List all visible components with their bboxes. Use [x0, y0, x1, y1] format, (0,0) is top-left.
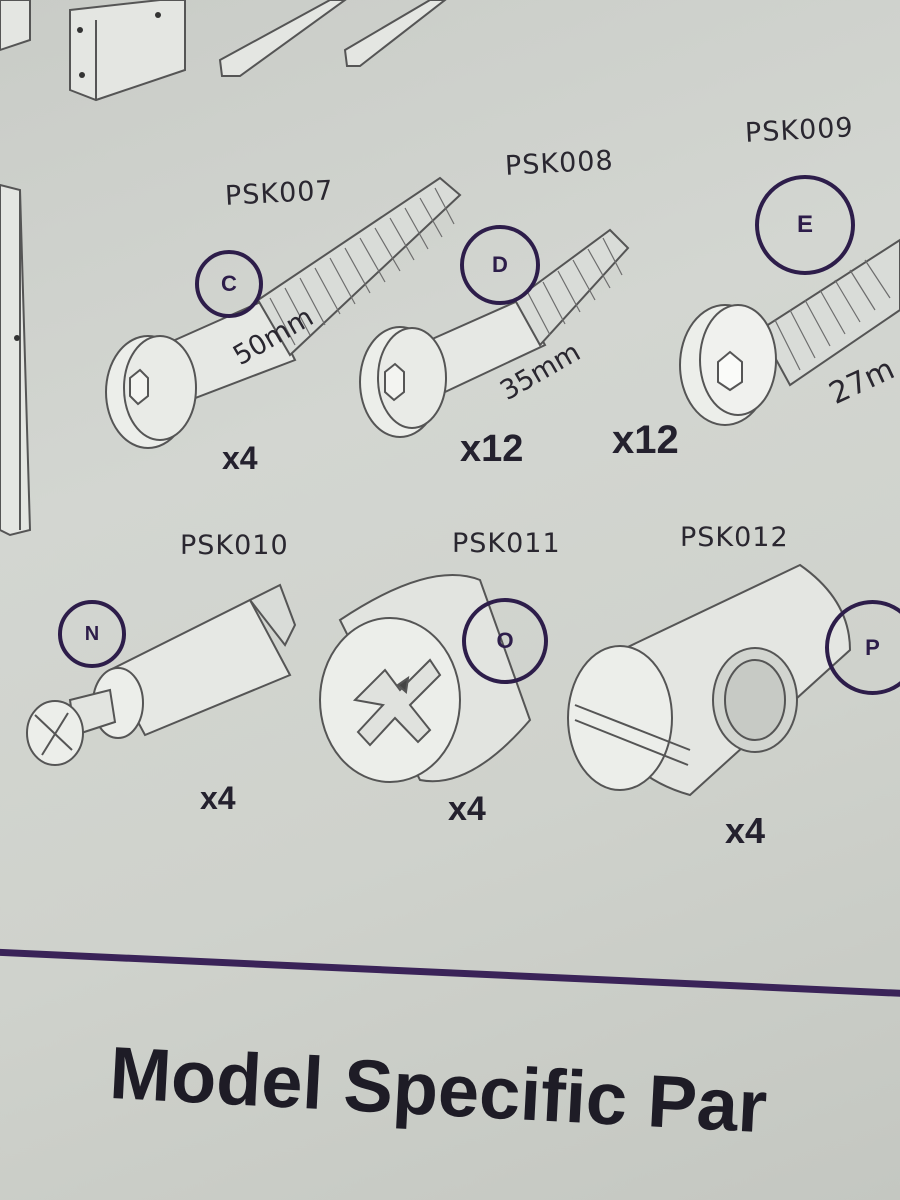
- part-letter-n: N: [58, 600, 126, 668]
- part-letter-c: C: [195, 250, 263, 318]
- part-code-psk011: PSK011: [452, 528, 561, 559]
- part-code-psk012: PSK012: [680, 522, 789, 553]
- part-code-psk009: PSK009: [744, 112, 855, 149]
- quantity-o: x4: [448, 790, 486, 828]
- part-letter-o: O: [462, 598, 548, 684]
- quantity-c: x4: [222, 440, 258, 476]
- quantity-e: x12: [612, 418, 679, 462]
- quantity-d: x12: [460, 428, 524, 470]
- part-letter-p: P: [825, 600, 900, 695]
- part-code-psk008: PSK008: [504, 145, 615, 182]
- part-letter-d: D: [460, 225, 540, 305]
- part-code-psk007: PSK007: [224, 175, 335, 212]
- part-letter-e: E: [755, 175, 855, 275]
- part-code-psk010: PSK010: [180, 530, 289, 561]
- quantity-p: x4: [725, 810, 766, 851]
- quantity-n: x4: [200, 780, 236, 816]
